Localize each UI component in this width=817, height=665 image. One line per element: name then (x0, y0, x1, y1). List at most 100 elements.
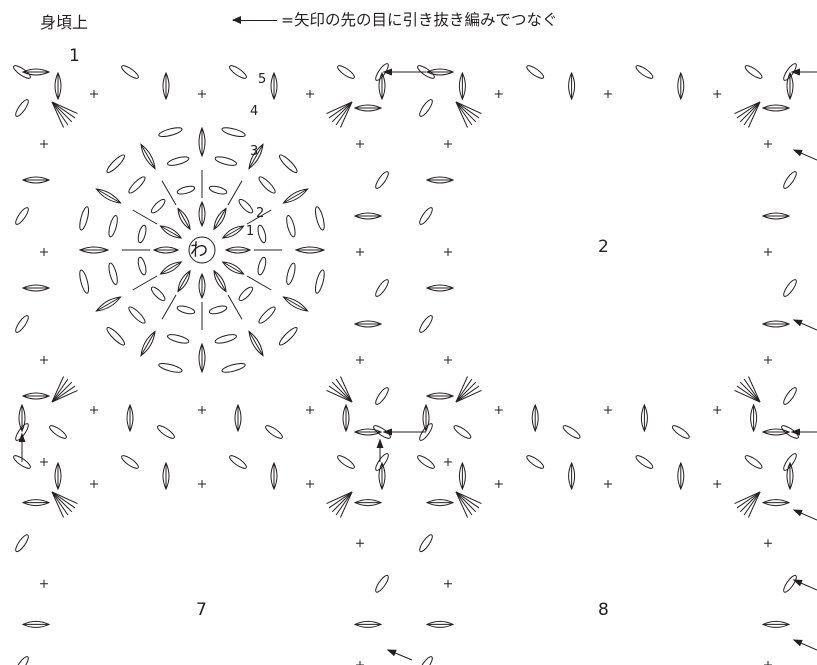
single-crochet-mark (40, 356, 48, 364)
treble-stitch-mark (331, 101, 353, 123)
treble-stitch-mark (747, 101, 761, 128)
motif-border (417, 63, 799, 441)
treble-stitch-mark (736, 491, 761, 509)
chain-stitch-mark (221, 362, 246, 373)
single-crochet-mark (764, 661, 772, 665)
single-crochet-mark (494, 406, 503, 414)
treble-stitch-mark (51, 101, 78, 115)
chain-stitch-mark (375, 279, 389, 297)
chain-stitch-mark (208, 305, 228, 315)
puff-stitch-spine (213, 270, 227, 292)
treble-stitch-mark (455, 381, 477, 403)
join-arrow-head (792, 509, 803, 517)
treble-stitch-mark (455, 101, 477, 123)
chain-stitch-mark (137, 224, 147, 244)
chain-stitch-mark (562, 425, 581, 439)
single-crochet-mark (90, 90, 98, 98)
single-crochet-mark (90, 406, 98, 414)
chain-stitch-mark (744, 455, 763, 469)
round-number-2: 2 (256, 206, 265, 221)
treble-stitch-mark (51, 378, 69, 403)
round-number-1: 1 (246, 224, 255, 239)
puff-stitch-spine (222, 225, 244, 239)
chain-stitch-mark (337, 65, 355, 79)
treble-stitch-mark (161, 294, 177, 320)
chain-stitch-mark (419, 534, 433, 553)
chain-stitch-mark (258, 176, 276, 194)
single-crochet-mark (306, 90, 314, 98)
treble-stitch-mark (246, 209, 272, 225)
chain-stitch-mark (108, 215, 118, 238)
legend: =矢印の先の目に引き抜き編みでつなぐ (232, 8, 558, 30)
single-crochet-mark (40, 458, 48, 466)
chain-stitch-mark (15, 99, 29, 117)
chain-stitch-mark (106, 326, 126, 346)
chain-stitch-mark (221, 127, 246, 138)
single-crochet-mark (306, 406, 314, 414)
chain-stitch-mark (238, 286, 254, 302)
chain-stitch-mark (744, 65, 763, 79)
puff-stitch-spine (248, 331, 264, 356)
chain-stitch-mark (137, 256, 147, 276)
chain-stitch-mark (635, 65, 654, 79)
chain-stitch-mark (176, 185, 196, 195)
treble-stitch-mark (455, 491, 469, 518)
chain-stitch-mark (167, 156, 190, 166)
chain-stitch-mark (453, 425, 472, 439)
puff-stitch-spine (177, 208, 191, 230)
treble-stitch-mark (51, 389, 78, 403)
treble-stitch-mark (51, 376, 65, 403)
join-arrow-icon (790, 428, 817, 436)
treble-stitch-mark (326, 389, 353, 403)
treble-stitch-mark (51, 101, 73, 123)
treble-stitch-mark (455, 101, 469, 128)
single-crochet-mark (356, 356, 364, 364)
treble-stitch-mark (455, 491, 473, 516)
join-arrow-icon (792, 639, 817, 651)
join-arrow-head (376, 438, 384, 449)
motif-borders (13, 63, 799, 665)
treble-stitch-mark (335, 101, 353, 126)
treble-stitch-mark (51, 381, 73, 403)
treble-stitch-mark (51, 491, 78, 505)
single-crochet-mark (444, 140, 452, 148)
chain-stitch-mark (13, 65, 31, 79)
single-crochet-mark (356, 140, 364, 148)
single-crochet-mark (198, 90, 206, 98)
treble-stitch-mark (339, 101, 353, 128)
puff-stitch-spine (213, 208, 227, 230)
chain-stitch-mark (121, 455, 139, 469)
chain-stitch-mark (176, 305, 196, 315)
treble-stitch-mark (227, 180, 243, 206)
chain-stitch-mark (158, 362, 183, 373)
chain-stitch-mark (417, 455, 435, 469)
chain-stitch-mark (375, 171, 389, 189)
chain-stitch-mark (781, 425, 799, 439)
chain-stitch-mark (314, 206, 325, 231)
puff-stitch-spine (96, 296, 121, 312)
motif-1-center-rounds (78, 126, 326, 374)
chain-stitch-mark (671, 425, 690, 439)
chain-stitch-mark (783, 63, 797, 81)
treble-stitch-mark (734, 491, 761, 505)
treble-stitch-mark (132, 209, 158, 225)
treble-stitch-mark (734, 101, 761, 115)
chain-stitch-mark (278, 326, 298, 346)
chain-stitch-mark (13, 455, 31, 469)
chain-stitch-mark (375, 574, 389, 593)
chain-stitch-mark (158, 127, 183, 138)
chain-stitch-mark (229, 455, 247, 469)
chain-stitch-mark (783, 387, 797, 405)
chain-stitch-mark (419, 207, 433, 225)
single-crochet-mark (604, 90, 612, 98)
treble-stitch-mark (747, 376, 761, 403)
single-crochet-mark (356, 539, 364, 548)
chain-stitch-mark (265, 425, 283, 439)
join-arrow-icon (792, 319, 817, 331)
puff-stitch-spine (222, 261, 244, 275)
chain-stitch-mark (49, 425, 67, 439)
motif-border (13, 63, 391, 441)
chain-stitch-mark (208, 185, 228, 195)
treble-stitch-mark (455, 491, 480, 509)
